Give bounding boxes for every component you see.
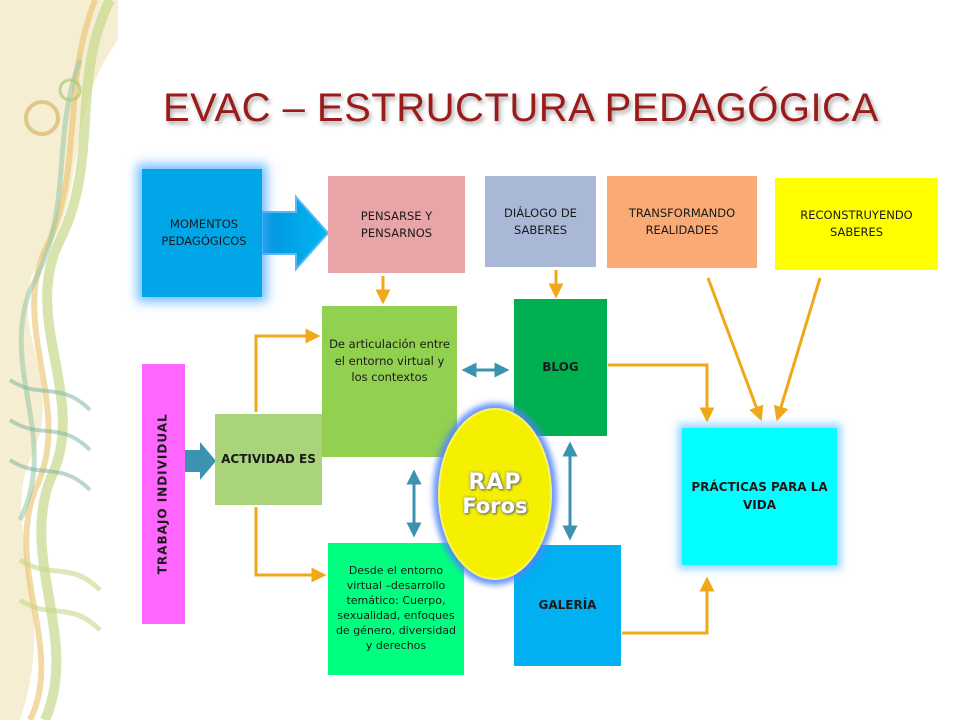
- articulacion-label: De articulación entre el entorno virtual…: [329, 337, 450, 385]
- actividades-to-desde-arrow: [254, 507, 327, 583]
- foros-label: Foros: [462, 493, 528, 518]
- pensarse-label: PENSARSE Y PENSARNOS: [360, 208, 433, 240]
- practicas-label: PRÁCTICAS PARA LA VIDA: [691, 480, 828, 512]
- reconstruyendo-box: RECONSTRUYENDO SABERES: [775, 178, 938, 270]
- practicas-box: PRÁCTICAS PARA LA VIDA: [682, 428, 837, 565]
- momentos-label: MOMENTOS PEDAGÓGICOS: [161, 217, 247, 248]
- trabajo-to-actividades-arrow: [185, 442, 216, 480]
- dialogo-box: DIÁLOGO DE SABERES: [485, 176, 596, 267]
- reconstruyendo-to-practicas-arrow: [773, 277, 822, 422]
- actividades-label: ACTIVIDAD ES: [221, 451, 316, 466]
- desde-entorno-box: Desde el entorno virtual –desarrollo tem…: [328, 543, 464, 675]
- pensarse-box: PENSARSE Y PENSARNOS: [328, 176, 465, 273]
- galeria-box: GALERÍA: [514, 545, 621, 666]
- galeria-to-practicas-arrow: [622, 576, 715, 635]
- transformando-label: TRANSFORMANDO REALIDADES: [628, 206, 736, 237]
- page-title: EVAC – ESTRUCTURA PEDAGÓGICA: [163, 86, 879, 130]
- transformando-box: TRANSFORMANDO REALIDADES: [607, 176, 757, 268]
- reconstruyendo-label: RECONSTRUYENDO SABERES: [800, 208, 913, 239]
- desde-label: Desde el entorno virtual –desarrollo tem…: [335, 564, 457, 652]
- blog-to-practicas-arrow: [608, 363, 715, 423]
- momentos-to-pensarse-arrow: [261, 194, 330, 272]
- actividades-to-articulacion-arrow: [254, 328, 321, 412]
- blog-label: BLOG: [542, 360, 579, 374]
- galeria-label: GALERÍA: [538, 597, 597, 612]
- rap-foros-ellipse: RAP Foros: [438, 408, 552, 580]
- rap-label: RAP: [468, 470, 522, 496]
- actividades-box: ACTIVIDAD ES: [215, 414, 322, 505]
- transformando-to-practicas-arrow: [706, 277, 764, 422]
- articulacion-box: De articulación entre el entorno virtual…: [322, 306, 457, 457]
- trabajo-label: TRABAJO INDIVIDUAL: [155, 413, 170, 575]
- decorative-side-pattern: [0, 0, 120, 720]
- momentos-pedagogicos-box: MOMENTOS PEDAGÓGICOS: [142, 169, 262, 297]
- dialogo-label: DIÁLOGO DE SABERES: [504, 205, 577, 237]
- blog-box: BLOG: [514, 299, 607, 436]
- trabajo-individual-box: TRABAJO INDIVIDUAL: [142, 364, 185, 624]
